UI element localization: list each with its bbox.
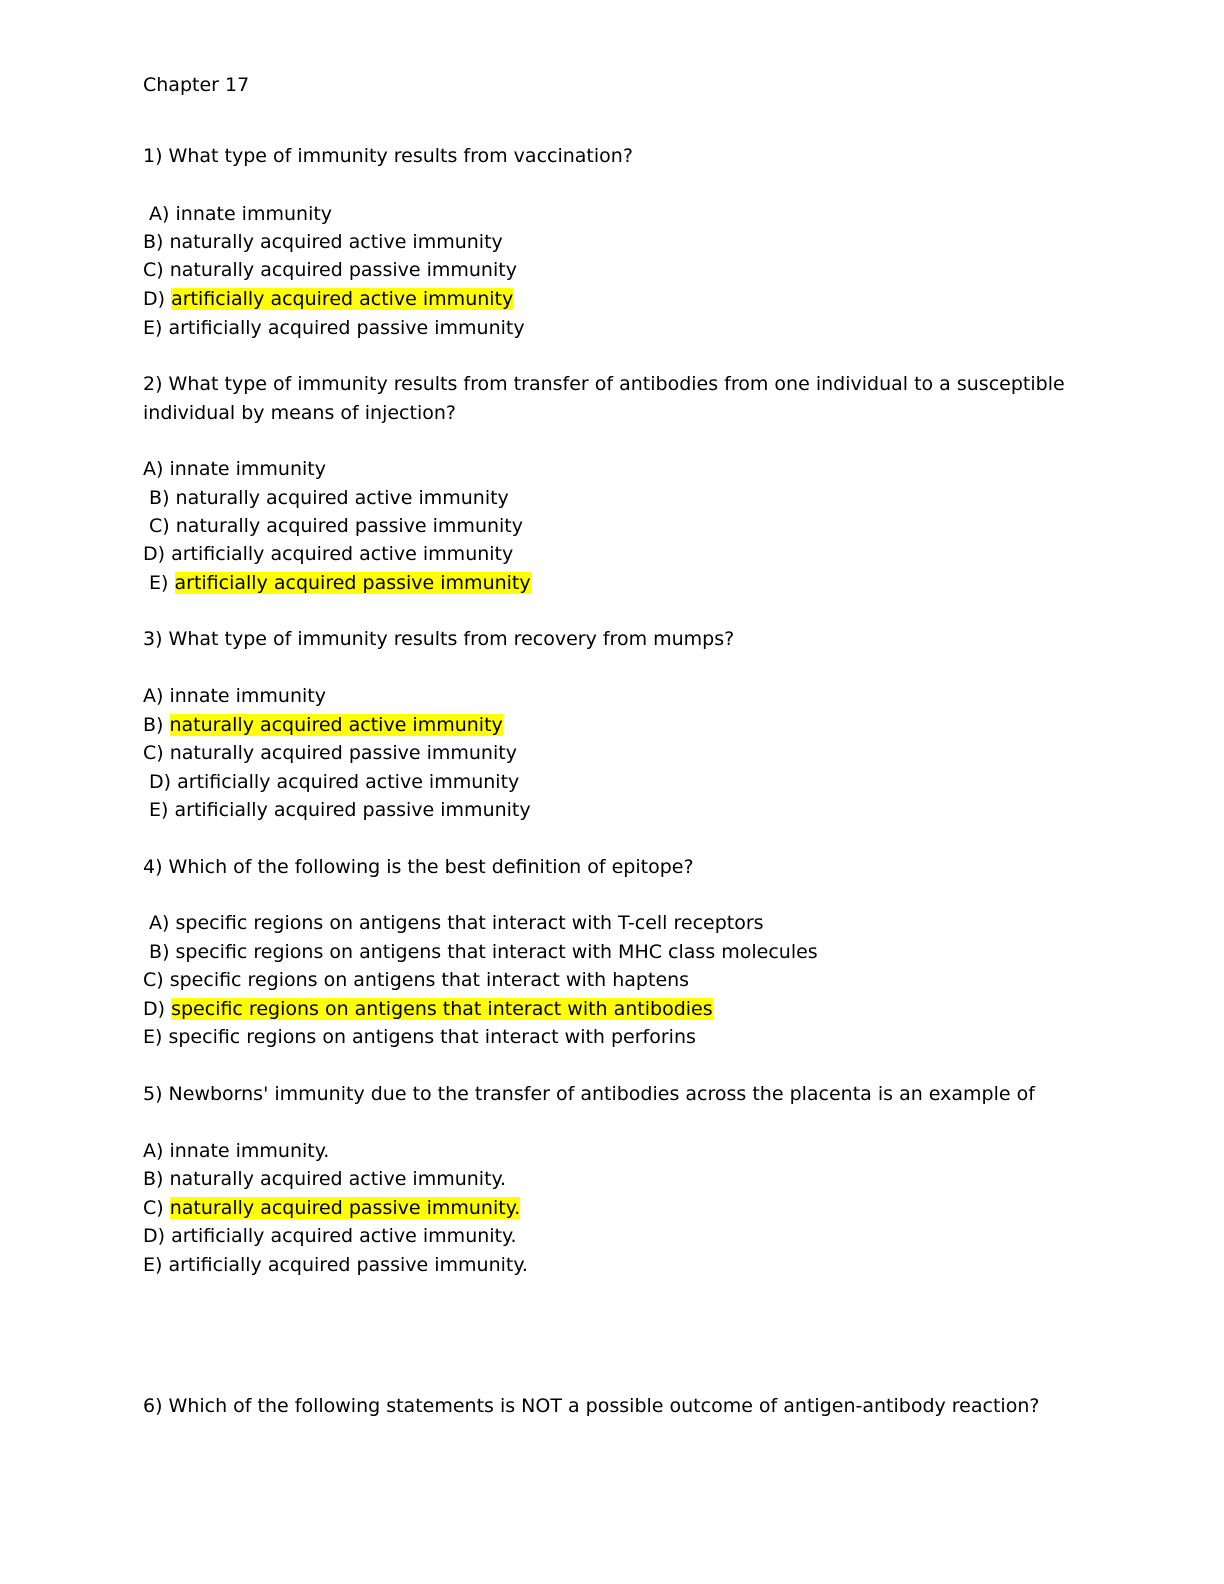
question-3-option-c: C) naturally acquired passive immunity: [143, 741, 517, 765]
question-3-option-d: D) artificially acquired active immunity: [143, 770, 519, 794]
highlighted-answer: naturally acquired passive immunity.: [169, 1197, 521, 1219]
option-prefix: C): [143, 742, 170, 764]
option-prefix: C): [143, 1197, 170, 1219]
question-5-option-d: D) artificially acquired active immunity…: [143, 1224, 517, 1248]
question-4-text: 4) Which of the following is the best de…: [143, 856, 694, 878]
option-prefix: C): [143, 969, 170, 991]
option-prefix: A): [143, 1140, 170, 1162]
question-3-text: 3) What type of immunity results from re…: [143, 628, 735, 650]
option-prefix: D): [143, 998, 172, 1020]
question-5-option-b: B) naturally acquired active immunity.: [143, 1167, 506, 1191]
option-text: innate immunity: [175, 203, 333, 225]
option-text: specific regions on antigens that intera…: [175, 912, 764, 934]
highlighted-answer: artificially acquired active immunity: [171, 288, 514, 310]
question-1-option-e: E) artificially acquired passive immunit…: [143, 316, 525, 340]
option-prefix: B): [143, 714, 170, 736]
question-2-option-d: D) artificially acquired active immunity: [143, 542, 513, 566]
option-text: innate immunity: [169, 685, 326, 707]
option-prefix: E): [143, 572, 175, 594]
question-1-text: 1) What type of immunity results from va…: [143, 145, 633, 167]
option-prefix: A): [143, 685, 170, 707]
option-text: naturally acquired active immunity.: [169, 1168, 507, 1190]
option-prefix: A): [143, 912, 176, 934]
question-2-option-a: A) innate immunity: [143, 457, 326, 481]
option-text: specific regions on antigens that intera…: [175, 941, 818, 963]
question-4-option-c: C) specific regions on antigens that int…: [143, 968, 689, 992]
option-prefix: A): [143, 458, 170, 480]
option-prefix: D): [143, 771, 178, 793]
question-6-text: 6) Which of the following statements is …: [143, 1395, 1040, 1417]
option-text: specific regions on antigens that intera…: [168, 1026, 696, 1048]
option-text: innate immunity.: [169, 1140, 330, 1162]
option-text: naturally acquired passive immunity: [169, 742, 517, 764]
question-1-option-a: A) innate immunity: [143, 202, 332, 226]
question-2-option-e: E) artificially acquired passive immunit…: [143, 571, 531, 595]
question-3-option-a: A) innate immunity: [143, 684, 326, 708]
question-1-option-b: B) naturally acquired active immunity: [143, 230, 503, 254]
question-1-option-d: D) artificially acquired active immunity: [143, 287, 514, 311]
highlighted-answer: specific regions on antigens that intera…: [171, 998, 713, 1020]
option-text: artificially acquired passive immunity.: [168, 1254, 528, 1276]
option-prefix: B): [143, 231, 170, 253]
highlighted-answer: artificially acquired passive immunity: [174, 572, 531, 594]
option-prefix: D): [143, 543, 172, 565]
question-3-option-e: E) artificially acquired passive immunit…: [143, 798, 531, 822]
option-text: artificially acquired active immunity: [171, 543, 514, 565]
option-text: naturally acquired active immunity: [169, 231, 503, 253]
question-5-option-e: E) artificially acquired passive immunit…: [143, 1253, 528, 1277]
question-4-option-a: A) specific regions on antigens that int…: [143, 911, 764, 935]
question-2-option-c: C) naturally acquired passive immunity: [143, 514, 523, 538]
option-prefix: B): [143, 1168, 170, 1190]
option-prefix: E): [143, 1254, 169, 1276]
option-prefix: C): [143, 259, 170, 281]
highlighted-answer: naturally acquired active immunity: [169, 714, 503, 736]
option-prefix: A): [143, 203, 176, 225]
option-prefix: C): [143, 515, 176, 537]
option-text: naturally acquired active immunity: [175, 487, 509, 509]
option-text: naturally acquired passive immunity: [175, 515, 523, 537]
option-text: innate immunity: [169, 458, 326, 480]
chapter-title: Chapter 17: [143, 74, 250, 96]
question-1-option-c: C) naturally acquired passive immunity: [143, 258, 517, 282]
question-2-option-b: B) naturally acquired active immunity: [143, 486, 509, 510]
option-text: specific regions on antigens that intera…: [169, 969, 690, 991]
question-2-text-line-1: 2) What type of immunity results from tr…: [143, 373, 1065, 395]
option-text: naturally acquired passive immunity: [169, 259, 517, 281]
option-text: artificially acquired passive immunity: [174, 799, 531, 821]
option-text: artificially acquired active immunity: [177, 771, 520, 793]
option-prefix: B): [143, 941, 176, 963]
question-4-option-e: E) specific regions on antigens that int…: [143, 1025, 696, 1049]
document-page: Chapter 17 1) What type of immunity resu…: [143, 0, 1103, 1584]
question-3-option-b: B) naturally acquired active immunity: [143, 713, 503, 737]
option-prefix: E): [143, 317, 169, 339]
option-prefix: D): [143, 1225, 172, 1247]
question-5-option-c: C) naturally acquired passive immunity.: [143, 1196, 521, 1220]
question-5-option-a: A) innate immunity.: [143, 1139, 329, 1163]
option-text: artificially acquired passive immunity: [168, 317, 525, 339]
option-prefix: E): [143, 799, 175, 821]
option-prefix: E): [143, 1026, 169, 1048]
question-4-option-b: B) specific regions on antigens that int…: [143, 940, 818, 964]
question-5-text: 5) Newborns' immunity due to the transfe…: [143, 1083, 1035, 1105]
question-2-text-line-2: individual by means of injection?: [143, 402, 456, 424]
option-prefix: D): [143, 288, 172, 310]
option-text: artificially acquired active immunity.: [171, 1225, 517, 1247]
question-4-option-d: D) specific regions on antigens that int…: [143, 997, 713, 1021]
option-prefix: B): [143, 487, 176, 509]
